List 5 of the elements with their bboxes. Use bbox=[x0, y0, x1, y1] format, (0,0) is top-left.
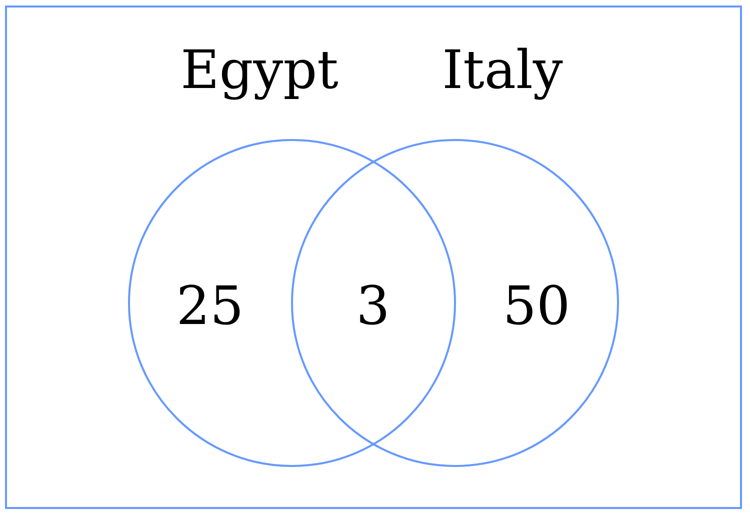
region-count: 3 bbox=[360, 284, 386, 325]
region-count: 50 bbox=[507, 284, 567, 325]
region-count: 25 bbox=[180, 284, 240, 325]
set-name: Italy bbox=[445, 48, 563, 100]
set-name: Egypt bbox=[184, 49, 338, 100]
